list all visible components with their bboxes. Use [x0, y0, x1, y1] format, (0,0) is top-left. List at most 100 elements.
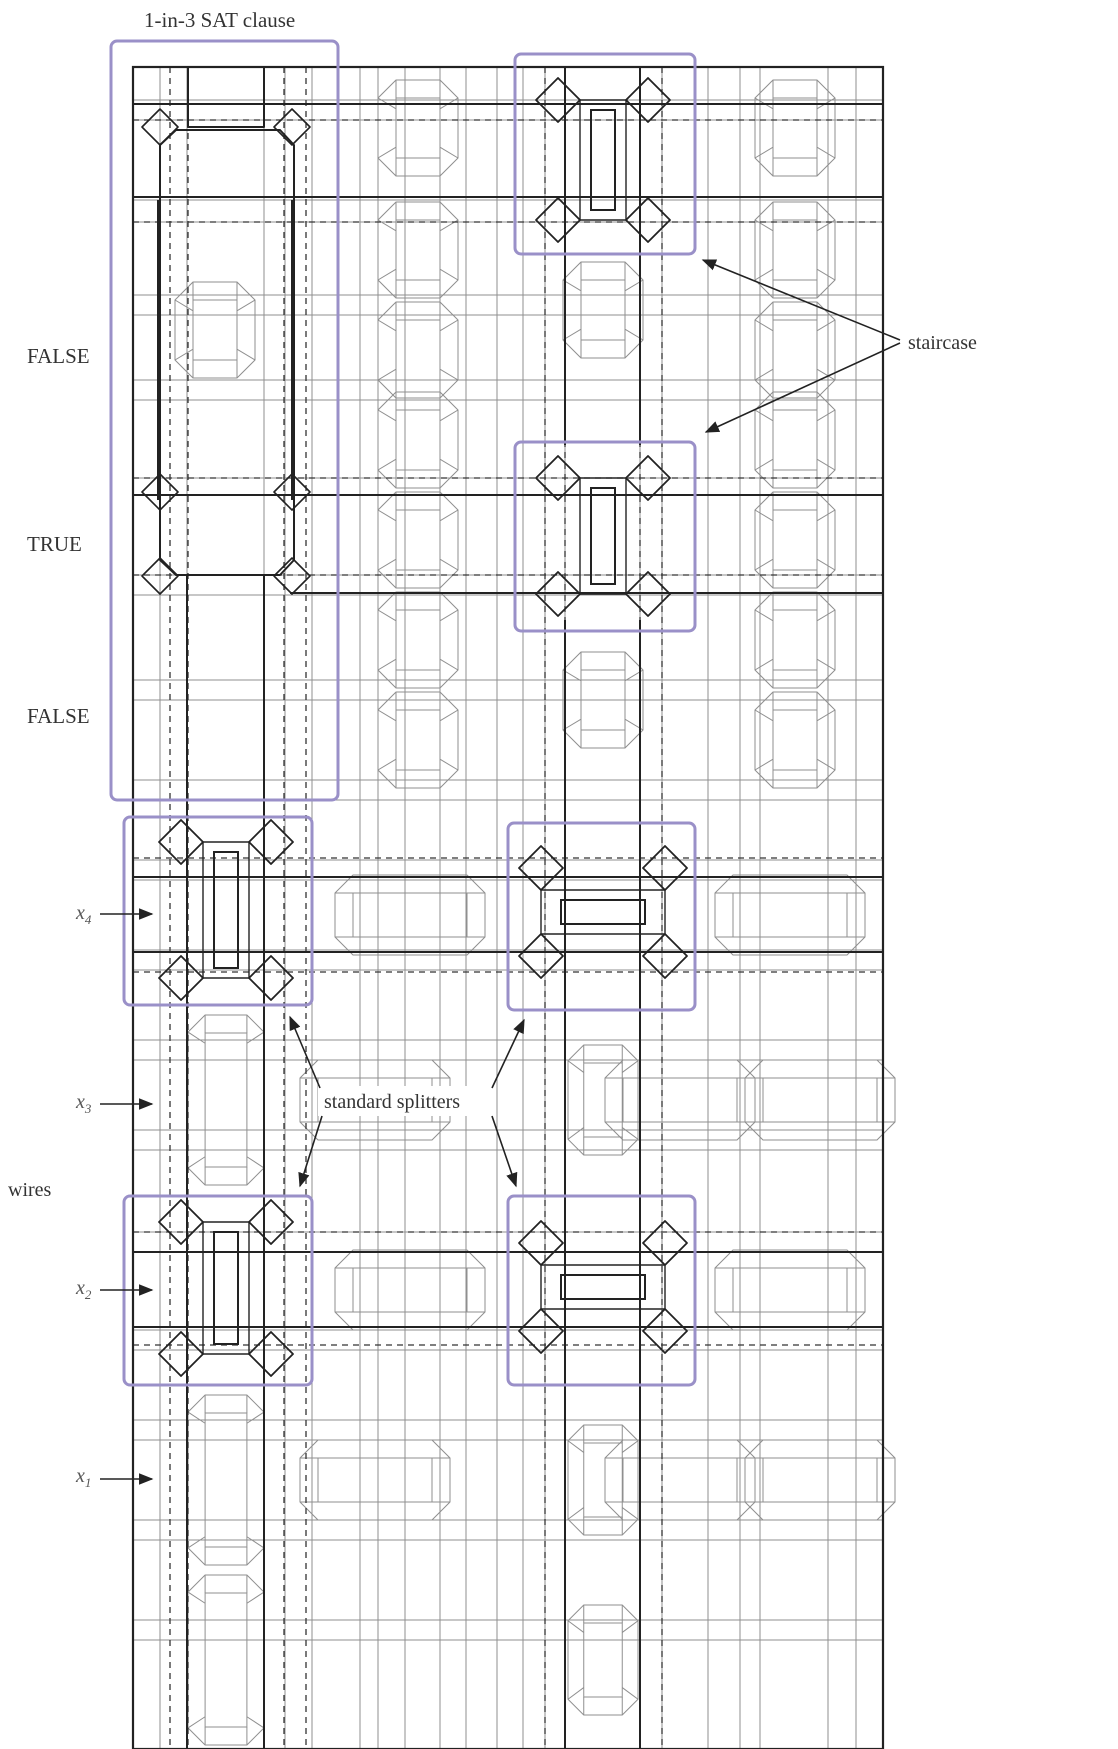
- vertical-pleat-gadget-inner: [396, 320, 440, 380]
- vertical-pleat-gadget-ray: [755, 610, 773, 621]
- x2-label: x2: [75, 1277, 92, 1302]
- horizontal-pleat-gadget: [745, 1060, 895, 1140]
- vertical-pleat-gadget-ray: [247, 1717, 264, 1728]
- splitter-arrow-ll: [300, 1116, 322, 1186]
- vertical-pleat-gadget-ray: [817, 659, 835, 670]
- vertical-pleat-gadget-ray: [378, 147, 396, 158]
- vertical-pleat-gadget-inner: [396, 610, 440, 670]
- vertical-pleat-gadget-ray: [237, 300, 255, 311]
- vertical-pleat-gadget-inner: [396, 710, 440, 770]
- vertical-pleat-gadget-ray: [188, 1717, 205, 1728]
- vertical-pleat-gadget: [755, 80, 835, 176]
- x3-label: x3: [75, 1091, 92, 1116]
- vertical-pleat-gadget-ray: [568, 1061, 584, 1073]
- horizontal-pleat-gadget-inner: [733, 1268, 847, 1312]
- vertical-pleat-gadget: [378, 302, 458, 398]
- vertical-pleat-gadget-ray: [440, 759, 458, 770]
- clause-box: [111, 41, 338, 800]
- vertical-pleat-gadget-ray: [817, 710, 835, 721]
- vertical-pleat-gadget-ray: [440, 320, 458, 331]
- splitter-arrow-ul: [290, 1017, 320, 1088]
- vertical-pleat-gadget-ray: [568, 1128, 584, 1140]
- crease-gadgets: [175, 80, 895, 1745]
- horizontal-pleat-gadget: [715, 1250, 865, 1330]
- vertical-pleat-gadget-ray: [188, 1032, 205, 1043]
- horizontal-pleat-gadget-inner: [763, 1078, 877, 1122]
- vertical-pleat-gadget-ray: [817, 269, 835, 280]
- splitter-x4-right-bar: [561, 900, 645, 924]
- vertical-pleat-gadget-inner: [396, 410, 440, 470]
- vertical-pleat-gadget-ray: [378, 610, 396, 621]
- splitter-x4-right-corner: [519, 846, 563, 890]
- staircase-arrow-top: [703, 260, 900, 340]
- splitter-x2-left-corner: [159, 1200, 203, 1244]
- vertical-pleat-gadget-ray: [622, 1061, 638, 1073]
- splitter-box-x4-left: [124, 817, 312, 1005]
- staircase-box-top: [515, 54, 695, 254]
- vertical-pleat-gadget-ray: [568, 1508, 584, 1520]
- vertical-pleat-gadget-ray: [378, 710, 396, 721]
- true-label: TRUE: [27, 532, 82, 556]
- x4-label: x4: [75, 902, 92, 927]
- vertical-pleat-gadget: [378, 492, 458, 588]
- vertical-pleat-gadget: [378, 392, 458, 488]
- vertical-pleat-gadget: [188, 1575, 264, 1745]
- splitter-x4-left-frame: [203, 842, 249, 978]
- horizontal-pleat-gadget-inner: [733, 893, 847, 937]
- vertical-pleat-gadget-ray: [188, 1157, 205, 1168]
- splitter-x2-right-frame: [541, 1265, 665, 1309]
- splitter-x2-left-frame: [203, 1222, 249, 1354]
- horizontal-pleat-gadget: [300, 1440, 450, 1520]
- vertical-pleat-gadget-ray: [188, 1592, 205, 1603]
- splitter-x4-left-bar: [214, 852, 238, 968]
- vertical-pleat-gadget-inner: [773, 220, 817, 280]
- horizontal-pleat-gadget: [605, 1440, 755, 1520]
- splitter-x4-left-corner: [159, 956, 203, 1000]
- highlight-boxes: [111, 41, 695, 1385]
- vertical-pleat-gadget-ray: [755, 710, 773, 721]
- x1-label: x1: [75, 1465, 91, 1490]
- staircase-top-corner: [626, 198, 670, 242]
- vertical-pleat-gadget-ray: [755, 559, 773, 570]
- vertical-pleat-gadget-ray: [440, 410, 458, 421]
- vertical-pleat-gadget-ray: [622, 1621, 638, 1633]
- splitter-box-x2-right: [508, 1196, 695, 1385]
- vertical-pleat-gadget-ray: [568, 1621, 584, 1633]
- vertical-pleat-gadget-ray: [247, 1537, 264, 1548]
- splitter-x2-right-corner: [643, 1221, 687, 1265]
- vertical-pleat-gadget: [378, 592, 458, 688]
- vertical-pleat-gadget-ray: [755, 269, 773, 280]
- vertical-pleat-gadget-ray: [188, 1537, 205, 1548]
- vertical-pleat-gadget-ray: [175, 349, 193, 360]
- horizontal-pleat-gadget: [335, 1250, 485, 1330]
- splitter-x2-left-corner: [249, 1200, 293, 1244]
- vertical-pleat-gadget-ray: [622, 1688, 638, 1700]
- vertical-pleat-gadget-inner: [396, 220, 440, 280]
- vertical-pleat-gadget: [755, 302, 835, 398]
- vertical-pleat-gadget-ray: [378, 659, 396, 670]
- vertical-pleat-gadget-ray: [378, 759, 396, 770]
- vertical-pleat-gadget: [568, 1045, 638, 1155]
- vertical-pleat-gadget-inner: [193, 300, 237, 360]
- vertical-pleat-gadget-ray: [755, 410, 773, 421]
- vertical-pleat-gadget-ray: [440, 510, 458, 521]
- splitter-x2-left-corner: [249, 1332, 293, 1376]
- vertical-pleat-gadget-ray: [247, 1412, 264, 1423]
- vertical-pleat-gadget-ray: [378, 459, 396, 470]
- vertical-pleat-gadget-inner: [584, 1063, 623, 1137]
- vertical-pleat-gadget-ray: [175, 300, 193, 311]
- false-top-label: FALSE: [27, 344, 90, 368]
- vertical-pleat-gadget-ray: [755, 147, 773, 158]
- false-bottom-label: FALSE: [27, 704, 90, 728]
- vertical-pleat-gadget-ray: [237, 349, 255, 360]
- splitter-arrow-lr: [492, 1116, 516, 1186]
- vertical-pleat-gadget-ray: [378, 269, 396, 280]
- vertical-pleat-gadget-inner: [773, 610, 817, 670]
- vertical-pleat-gadget: [378, 202, 458, 298]
- vertical-pleat-gadget-ray: [817, 410, 835, 421]
- vertical-pleat-gadget-ray: [378, 410, 396, 421]
- vertical-pleat-gadget-inner: [205, 1413, 247, 1547]
- clause-corner-diamond: [274, 109, 310, 145]
- vertical-pleat-gadget-ray: [622, 1128, 638, 1140]
- vertical-pleat-gadget-ray: [568, 1688, 584, 1700]
